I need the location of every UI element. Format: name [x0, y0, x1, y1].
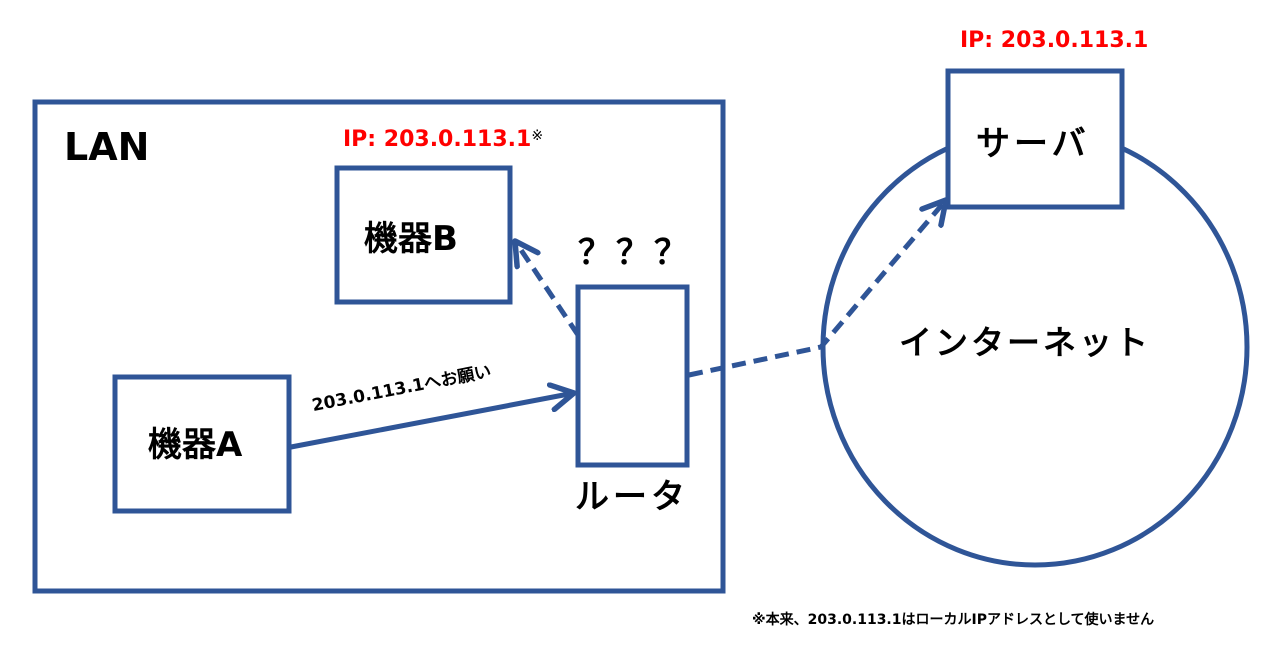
device-b-box — [334, 165, 513, 305]
router-to-server-arrow — [688, 200, 946, 378]
router-question: ？？？ — [578, 233, 692, 273]
internet-label: インターネット — [899, 323, 1151, 362]
router-box — [575, 284, 690, 468]
router-to-device-b-arrow — [515, 241, 581, 337]
device-a-label: 機器A — [148, 425, 243, 465]
lan-label: LAN — [64, 125, 150, 169]
device-a-box — [112, 374, 292, 514]
router-label: ルータ — [575, 477, 689, 517]
footnote: ※本来、203.0.113.1はローカルIPアドレスとして使いません — [752, 612, 1155, 628]
device-b-ip-text: IP: 203.0.113.1 — [343, 127, 532, 152]
server-box — [945, 68, 1125, 210]
note-mark: ※ — [531, 128, 544, 144]
device-b-ip: IP: 203.0.113.1※ — [343, 129, 543, 151]
server-label: サーバ — [976, 124, 1090, 164]
lan-boundary — [32, 99, 726, 594]
server-ip: IP: 203.0.113.1 — [960, 28, 1149, 53]
device-b-label: 機器B — [364, 219, 458, 259]
request-arrow — [290, 393, 574, 450]
